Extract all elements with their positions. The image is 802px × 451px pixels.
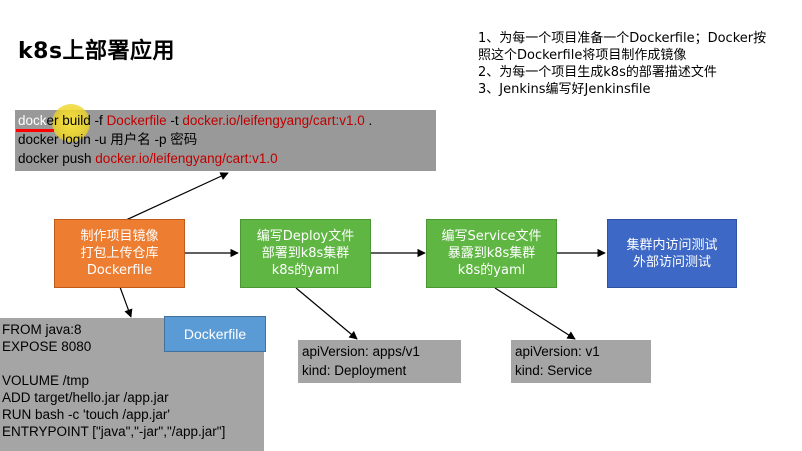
step-line: 集群内访问测试	[626, 237, 718, 253]
docker-push-command: docker push docker.io/leifengyang/cart:v…	[18, 150, 278, 168]
arrow-to-commands	[125, 172, 229, 221]
step-line: 打包上传仓库	[80, 246, 159, 261]
yaml-line: kind: Service	[515, 363, 593, 378]
step-line: 部署到k8s集群	[261, 246, 350, 261]
arrow-to-deploy-yaml	[295, 287, 358, 340]
arrow-to-service-yaml	[494, 287, 576, 340]
cmd-token: -t	[166, 113, 183, 128]
arrow-to-dockerfile	[119, 286, 133, 318]
dockerfile-line: VOLUME /tmp	[2, 373, 90, 388]
note-line: 照这个Dockerfile将项目制作成镜像	[478, 48, 687, 63]
cmd-token: er build -f	[46, 113, 107, 128]
cmd-token: .	[364, 113, 373, 128]
dockerfile-line: ADD target/hello.jar /app.jar	[2, 390, 169, 405]
step-line: 编写Deploy文件	[256, 229, 355, 244]
step-line: k8s的yaml	[271, 263, 340, 278]
note-line: 2、为每一个项目生成k8s的部署描述文件	[478, 65, 717, 80]
step-build-image: 制作项目镜像 打包上传仓库 Dockerfile	[54, 219, 185, 288]
step-line: k8s的yaml	[457, 263, 526, 278]
docker-build-command: docker build -f Dockerfile -t docker.io/…	[18, 112, 372, 130]
cmd-token: Dockerfile	[106, 113, 167, 128]
step-line: Dockerfile	[86, 263, 153, 278]
notes-list: 1、为每一个项目准备一个Dockerfile；Docker按 照这个Docker…	[478, 30, 798, 98]
docker-commands: docker build -f Dockerfile -t docker.io/…	[15, 110, 436, 171]
cmd-token: docker.io/leifengyang/cart:v1.0	[182, 113, 365, 128]
step-line: 制作项目镜像	[80, 229, 159, 244]
yaml-line: apiVersion: v1	[515, 344, 600, 359]
note-line: 1、为每一个项目准备一个Dockerfile；Docker按	[478, 31, 767, 46]
deploy-yaml-box: apiVersion: apps/v1 kind: Deployment	[298, 340, 461, 383]
step-service: 编写Service文件 暴露到k8s集群 k8s的yaml	[426, 219, 557, 288]
docker-login-command: docker login -u 用户名 -p 密码	[18, 132, 198, 147]
page-title: k8s上部署应用	[18, 39, 176, 64]
dockerfile-line: ENTRYPOINT ["java","-jar","/app.jar"]	[2, 424, 226, 439]
cmd-token: docker push	[18, 151, 96, 166]
cursor-highlight	[52, 104, 90, 142]
step-test: 集群内访问测试 外部访问测试	[607, 219, 737, 288]
dockerfile-label: Dockerfile	[164, 316, 266, 352]
yaml-line: apiVersion: apps/v1	[302, 344, 420, 359]
dockerfile-line: EXPOSE 8080	[2, 339, 92, 354]
dockerfile-line: FROM java:8	[2, 322, 82, 337]
service-yaml-box: apiVersion: v1 kind: Service	[511, 340, 651, 383]
step-line: 编写Service文件	[441, 229, 542, 244]
dockerfile-line: RUN bash -c 'touch /app.jar'	[2, 407, 170, 422]
step-line: 外部访问测试	[632, 254, 711, 270]
cmd-token: docker.io/leifengyang/cart:v1.0	[95, 151, 278, 166]
red-underline	[16, 129, 54, 132]
step-line: 暴露到k8s集群	[447, 246, 536, 261]
cmd-token: dock	[18, 113, 47, 128]
step-deploy: 编写Deploy文件 部署到k8s集群 k8s的yaml	[240, 219, 371, 288]
yaml-line: kind: Deployment	[302, 363, 407, 378]
note-line: 3、Jenkins编写好Jenkinsfile	[478, 82, 651, 97]
